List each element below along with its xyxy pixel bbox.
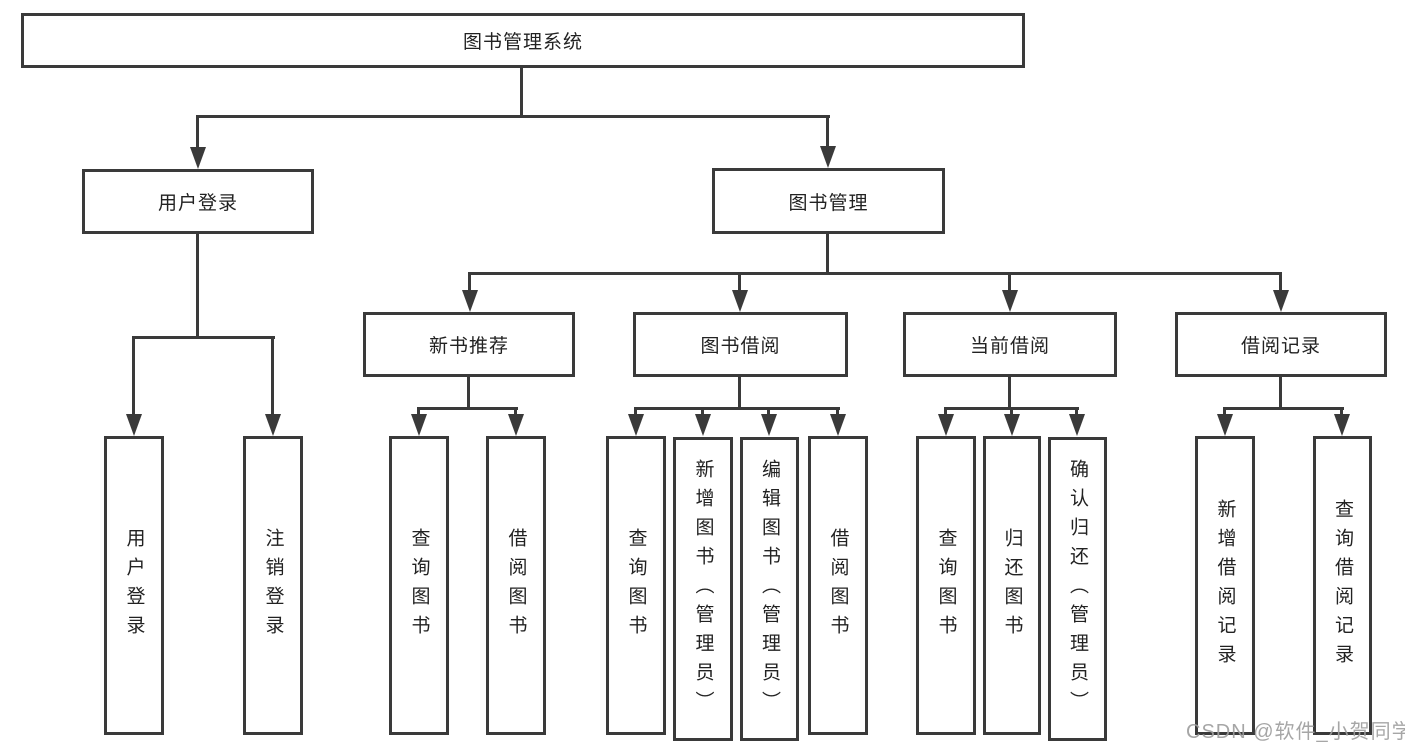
arrow-to-leaf-logout: [265, 414, 281, 436]
leaf-query-borrow-record: 查询借阅记录: [1313, 436, 1372, 735]
leaf-query-book-recommend-label: 查询图书: [408, 527, 430, 644]
node-borrowing-records-label: 借阅记录: [1240, 336, 1321, 357]
leaf-borrow-book-recommend: 借阅图书: [486, 436, 546, 735]
leaf-return-book-label: 归还图书: [1001, 527, 1023, 644]
leaf-edit-book-admin-label: 编辑图书（管理员）: [759, 458, 780, 720]
leaf-query-borrow-record-label: 查询借阅记录: [1332, 498, 1353, 673]
connector-g4-3: [1075, 407, 1078, 417]
connector-to-book-management: [826, 115, 829, 148]
arrow-g3-1: [628, 414, 644, 436]
arrow-g3-3: [761, 414, 777, 436]
connector-borrow-records-stem: [1279, 377, 1282, 409]
connector-new-book-stem: [467, 377, 470, 409]
node-new-book-recommendation: 新书推荐: [363, 312, 575, 377]
connector-to-book-borrow: [738, 272, 741, 292]
leaf-user-login: 用户登录: [104, 436, 164, 735]
connector-book-management-stem: [826, 234, 829, 275]
arrow-to-leaf-user-login: [126, 414, 142, 436]
connector-to-new-book: [468, 272, 471, 292]
node-borrowing-records: 借阅记录: [1175, 312, 1387, 377]
connector-g2-1: [417, 407, 420, 417]
node-user-login-label: 用户登录: [157, 193, 238, 214]
node-user-login: 用户登录: [82, 169, 314, 234]
arrow-to-current-borrow: [1002, 290, 1018, 312]
connector-to-leaf-user-login: [132, 336, 135, 416]
node-book-management: 图书管理: [712, 168, 945, 234]
leaf-return-book: 归还图书: [983, 436, 1041, 735]
node-new-book-recommendation-label: 新书推荐: [428, 336, 509, 357]
arrow-to-user-login: [190, 147, 206, 169]
connector-root-branch: [197, 115, 830, 118]
leaf-query-book-current-label: 查询图书: [935, 527, 957, 644]
arrow-to-book-borrow: [732, 290, 748, 312]
watermark: CSDN @软件_小贺同学: [1186, 721, 1405, 743]
arrow-g3-2: [695, 414, 711, 436]
arrow-g5-2: [1334, 414, 1350, 436]
leaf-confirm-return-admin-label: 确认归还（管理员）: [1067, 458, 1088, 720]
connector-g2-2: [514, 407, 517, 417]
arrow-to-new-book: [462, 290, 478, 312]
leaf-add-book-admin: 新增图书（管理员）: [673, 437, 733, 741]
connector-book-management-branch: [469, 272, 1282, 275]
leaf-query-book-borrowing-label: 查询图书: [625, 527, 647, 644]
arrow-g4-2: [1004, 414, 1020, 436]
node-root-label: 图书管理系统: [462, 32, 583, 53]
arrow-g3-4: [830, 414, 846, 436]
connector-book-borrow-branch: [636, 407, 840, 410]
connector-borrow-records-branch: [1225, 407, 1344, 410]
connector-g3-4: [836, 407, 839, 417]
node-book-borrowing: 图书借阅: [633, 312, 848, 377]
connector-g4-2: [1010, 407, 1013, 417]
connector-g5-1: [1223, 407, 1226, 417]
node-root: 图书管理系统: [21, 13, 1025, 68]
leaf-add-book-admin-label: 新增图书（管理员）: [692, 458, 714, 720]
leaf-logout-label: 注销登录: [262, 527, 284, 644]
leaf-logout: 注销登录: [243, 436, 303, 735]
node-book-borrowing-label: 图书借阅: [700, 336, 781, 357]
connector-g3-2: [701, 407, 704, 417]
node-current-borrowing-label: 当前借阅: [969, 336, 1050, 357]
connector-root-stem: [520, 68, 523, 118]
connector-g3-3: [767, 407, 770, 417]
leaf-confirm-return-admin: 确认归还（管理员）: [1048, 437, 1107, 741]
connector-g5-2: [1340, 407, 1343, 417]
connector-user-login-stem: [196, 234, 199, 338]
leaf-add-borrow-record: 新增借阅记录: [1195, 436, 1255, 735]
node-book-management-label: 图书管理: [788, 192, 869, 214]
connector-to-user-login: [196, 115, 199, 149]
connector-new-book-branch: [419, 407, 518, 410]
leaf-borrow-book-label: 借阅图书: [827, 527, 849, 644]
arrow-g2-2: [508, 414, 524, 436]
arrow-g2-1: [411, 414, 427, 436]
leaf-add-borrow-record-label: 新增借阅记录: [1214, 498, 1236, 673]
arrow-to-borrow-records: [1273, 290, 1289, 312]
arrow-g4-3: [1069, 414, 1085, 436]
leaf-user-login-label: 用户登录: [123, 527, 145, 644]
connector-to-borrow-records: [1279, 272, 1282, 292]
leaf-borrow-book-recommend-label: 借阅图书: [505, 527, 527, 644]
leaf-query-book-borrowing: 查询图书: [606, 436, 666, 735]
arrow-g5-1: [1217, 414, 1233, 436]
connector-to-current-borrow: [1008, 272, 1011, 292]
connector-book-borrow-stem: [738, 377, 741, 409]
leaf-borrow-book: 借阅图书: [808, 436, 868, 735]
connector-g4-1: [944, 407, 947, 417]
leaf-query-book-current: 查询图书: [916, 436, 976, 735]
connector-to-leaf-logout: [271, 336, 274, 416]
leaf-edit-book-admin: 编辑图书（管理员）: [740, 437, 799, 741]
arrow-g4-1: [938, 414, 954, 436]
leaf-query-book-recommend: 查询图书: [389, 436, 449, 735]
connector-current-borrow-stem: [1008, 377, 1011, 409]
connector-g3-1: [634, 407, 637, 417]
connector-user-login-branch: [133, 336, 275, 339]
arrow-to-book-management: [820, 146, 836, 168]
node-current-borrowing: 当前借阅: [903, 312, 1117, 377]
